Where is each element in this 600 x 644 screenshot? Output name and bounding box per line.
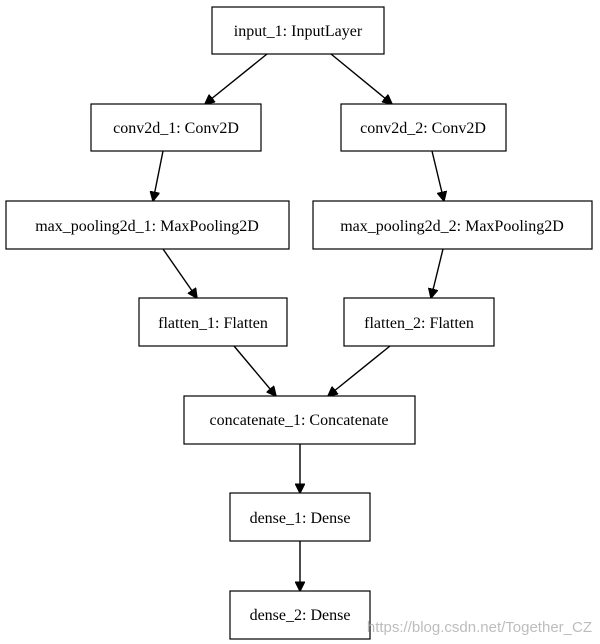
node-conv2d-1-box bbox=[90, 103, 262, 152]
node-max-pooling2d-1-box bbox=[5, 200, 290, 250]
edge-conv2d-1-to-max-pooling2d-1 bbox=[153, 150, 164, 201]
node-max-pooling2d-2-label: max_pooling2d_2: MaxPooling2D bbox=[340, 218, 564, 235]
node-input-1-box bbox=[211, 6, 385, 55]
node-max-pooling2d-1-label: max_pooling2d_1: MaxPooling2D bbox=[35, 218, 259, 235]
watermark-text: https://blog.csdn.net/Together_CZ bbox=[367, 619, 592, 636]
edge-max-pooling2d-1-to-flatten-1 bbox=[162, 248, 197, 298]
node-conv2d-2-label: conv2d_2: Conv2D bbox=[360, 120, 486, 137]
node-dense-2-box bbox=[229, 590, 371, 640]
node-input-1-label: input_1: InputLayer bbox=[234, 23, 363, 40]
edge-conv2d-2-to-max-pooling2d-2 bbox=[431, 150, 444, 201]
edges bbox=[153, 53, 444, 591]
node-flatten-2-label: flatten_2: Flatten bbox=[364, 315, 474, 332]
node-dense-2: dense_2: Dense bbox=[229, 590, 371, 640]
edge-input-1-to-conv2d-2 bbox=[330, 53, 392, 104]
node-flatten-1-box bbox=[138, 297, 288, 347]
node-dense-1-label: dense_1: Dense bbox=[250, 510, 351, 527]
node-flatten-1-label: flatten_1: Flatten bbox=[158, 315, 268, 332]
node-input-1: input_1: InputLayer bbox=[211, 6, 385, 55]
node-concatenate-1-box bbox=[183, 395, 416, 445]
node-concatenate-1: concatenate_1: Concatenate bbox=[183, 395, 416, 445]
edge-flatten-1-to-concatenate-1 bbox=[233, 345, 276, 396]
node-conv2d-2-box bbox=[340, 103, 507, 152]
edge-input-1-to-conv2d-1 bbox=[205, 53, 268, 104]
edge-flatten-2-to-concatenate-1 bbox=[328, 345, 391, 396]
node-max-pooling2d-2: max_pooling2d_2: MaxPooling2D bbox=[312, 200, 593, 250]
edge-max-pooling2d-2-to-flatten-2 bbox=[431, 248, 444, 298]
node-max-pooling2d-1: max_pooling2d_1: MaxPooling2D bbox=[5, 200, 290, 250]
node-dense-1-box bbox=[229, 492, 371, 542]
node-dense-1: dense_1: Dense bbox=[229, 492, 371, 542]
node-conv2d-1: conv2d_1: Conv2D bbox=[90, 103, 262, 152]
node-flatten-2: flatten_2: Flatten bbox=[343, 297, 495, 347]
node-dense-2-label: dense_2: Dense bbox=[250, 607, 351, 624]
node-concatenate-1-label: concatenate_1: Concatenate bbox=[209, 412, 388, 429]
node-conv2d-1-label: conv2d_1: Conv2D bbox=[113, 120, 239, 137]
node-conv2d-2: conv2d_2: Conv2D bbox=[340, 103, 507, 152]
node-flatten-2-box bbox=[343, 297, 495, 347]
node-flatten-1: flatten_1: Flatten bbox=[138, 297, 288, 347]
node-max-pooling2d-2-box bbox=[312, 200, 593, 250]
